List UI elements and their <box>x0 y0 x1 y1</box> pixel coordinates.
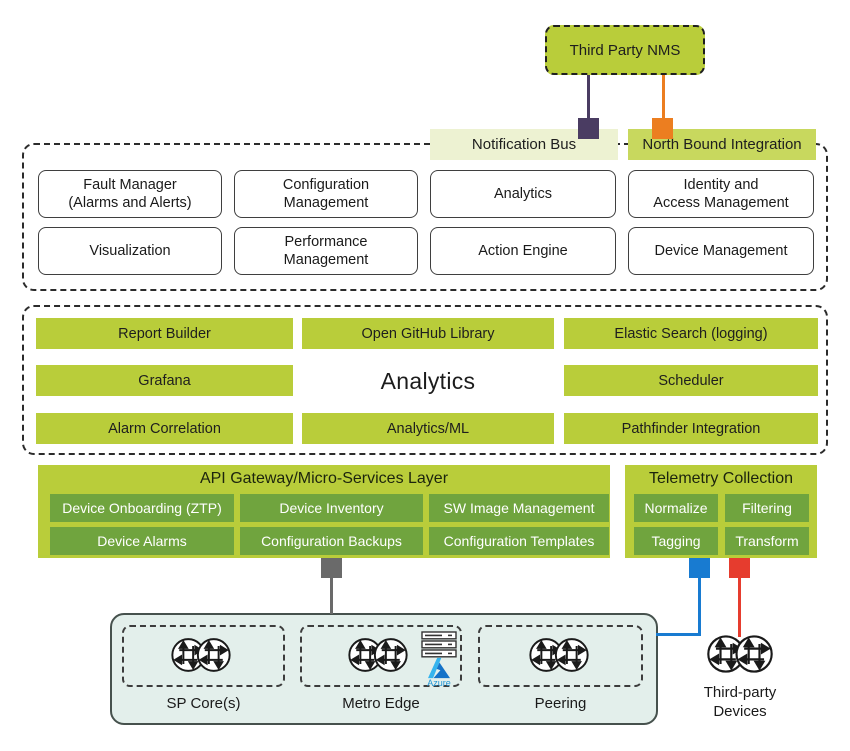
telemetry-box-tagging: Tagging <box>634 527 718 555</box>
service-box-device-alarms: Device Alarms <box>50 527 234 555</box>
blue-connector-square <box>689 558 710 578</box>
api-gateway-title: API Gateway/Micro-Services Layer <box>38 465 610 493</box>
third-party-nms-box: Third Party NMS <box>545 25 705 75</box>
group-label-text: SP Core(s) <box>166 694 241 712</box>
app-box-action-engine: Action Engine <box>430 227 616 275</box>
blue-connector-line-horizontal <box>656 633 701 636</box>
service-label: Configuration Templates <box>443 533 595 549</box>
service-box-device-inventory: Device Inventory <box>240 494 423 522</box>
app-box-fault-manager: Fault Manager (Alarms and Alerts) <box>38 170 222 218</box>
notification-bus-connector-line <box>587 75 590 120</box>
telemetry-label: Transform <box>735 533 799 549</box>
third-party-nms-label: Third Party NMS <box>569 41 681 59</box>
service-label: Device Onboarding (ZTP) <box>62 500 222 516</box>
app-box-visualization: Visualization <box>38 227 222 275</box>
blue-connector-line-vertical <box>698 578 701 636</box>
north-bound-connector-line <box>662 75 665 120</box>
analytics-cell-scheduler: Scheduler <box>564 365 818 396</box>
analytics-cell-grafana: Grafana <box>36 365 293 396</box>
app-box-identity-access-management: Identity and Access Management <box>628 170 814 218</box>
app-box-label: Identity and Access Management <box>653 176 789 211</box>
app-box-label: Configuration Management <box>282 176 370 211</box>
service-label: Configuration Backups <box>261 533 402 549</box>
app-box-label: Action Engine <box>478 242 568 259</box>
app-box-analytics: Analytics <box>430 170 616 218</box>
service-box-configuration-templates: Configuration Templates <box>429 527 609 555</box>
device-group-peering <box>478 625 643 687</box>
analytics-cell-open-github-library: Open GitHub Library <box>302 318 554 349</box>
red-connector-square <box>729 558 750 578</box>
analytics-cell-alarm-correlation: Alarm Correlation <box>36 413 293 444</box>
telemetry-title-text: Telemetry Collection <box>648 470 794 487</box>
analytics-cell-analytics-ml: Analytics/ML <box>302 413 554 444</box>
api-gateway-title-text: API Gateway/Micro-Services Layer <box>199 470 449 487</box>
third-party-devices-text: Third-party Devices <box>703 684 777 720</box>
telemetry-label: Normalize <box>644 500 708 516</box>
device-group-sp-cores <box>122 625 285 687</box>
service-label: Device Alarms <box>97 533 187 549</box>
app-box-label: Visualization <box>89 242 171 259</box>
gray-connector-square <box>321 558 342 578</box>
app-box-label: Analytics <box>493 185 553 202</box>
gray-connector-line <box>330 578 333 614</box>
notification-bus-label: Notification Bus <box>471 136 577 153</box>
analytics-layer-title: Analytics <box>302 362 554 400</box>
cell-label: Grafana <box>138 372 191 389</box>
service-label: Device Inventory <box>279 500 384 516</box>
notification-bus-bar: Notification Bus <box>430 129 618 160</box>
metro-edge-routers-icon <box>347 637 409 673</box>
red-connector-line <box>738 578 741 637</box>
azure-label: Azure <box>427 678 451 688</box>
group-label-metro-edge: Metro Edge <box>300 693 462 713</box>
cell-label: Open GitHub Library <box>361 325 495 342</box>
analytics-title-text: Analytics <box>380 367 476 394</box>
service-box-sw-image-management: SW Image Management <box>429 494 609 522</box>
azure-icon: Azure <box>421 657 457 688</box>
north-bound-connector-square <box>652 118 673 139</box>
service-label: SW Image Management <box>443 500 595 516</box>
peering-routers-icon <box>528 637 590 673</box>
cell-label: Scheduler <box>658 372 724 389</box>
server-icon <box>421 631 457 658</box>
analytics-cell-report-builder: Report Builder <box>36 318 293 349</box>
cell-label: Pathfinder Integration <box>621 420 761 437</box>
telemetry-label: Filtering <box>742 500 792 516</box>
group-label-peering: Peering <box>478 693 643 713</box>
analytics-layer-container <box>22 305 828 455</box>
app-box-label: Device Management <box>654 242 788 259</box>
service-box-device-onboarding: Device Onboarding (ZTP) <box>50 494 234 522</box>
group-label-text: Metro Edge <box>342 694 420 712</box>
cell-label: Analytics/ML <box>386 420 470 437</box>
analytics-cell-elastic-search: Elastic Search (logging) <box>564 318 818 349</box>
cell-label: Alarm Correlation <box>108 420 221 437</box>
north-bound-integration-label: North Bound Integration <box>642 136 802 153</box>
app-box-performance-management: Performance Management <box>234 227 418 275</box>
device-group-metro-edge <box>300 625 462 687</box>
group-label-text: Peering <box>534 694 587 712</box>
telemetry-box-filtering: Filtering <box>725 494 809 522</box>
third-party-devices-icon <box>706 634 774 674</box>
service-box-configuration-backups: Configuration Backups <box>240 527 423 555</box>
notification-bus-connector-square <box>578 118 599 139</box>
app-box-label: Fault Manager (Alarms and Alerts) <box>68 176 192 211</box>
cell-label: Report Builder <box>118 325 211 342</box>
third-party-devices-label: Third-party Devices <box>690 684 790 720</box>
app-box-label: Performance Management <box>283 233 369 268</box>
oss-layer-container <box>22 143 828 291</box>
telemetry-box-normalize: Normalize <box>634 494 718 522</box>
app-box-configuration-management: Configuration Management <box>234 170 418 218</box>
telemetry-box-transform: Transform <box>725 527 809 555</box>
app-box-device-management: Device Management <box>628 227 814 275</box>
telemetry-label: Tagging <box>651 533 701 549</box>
telemetry-title: Telemetry Collection <box>625 465 817 493</box>
group-label-sp-cores: SP Core(s) <box>122 693 285 713</box>
cell-label: Elastic Search (logging) <box>614 325 768 342</box>
sp-core-routers-icon <box>170 637 232 673</box>
analytics-cell-pathfinder-integration: Pathfinder Integration <box>564 413 818 444</box>
